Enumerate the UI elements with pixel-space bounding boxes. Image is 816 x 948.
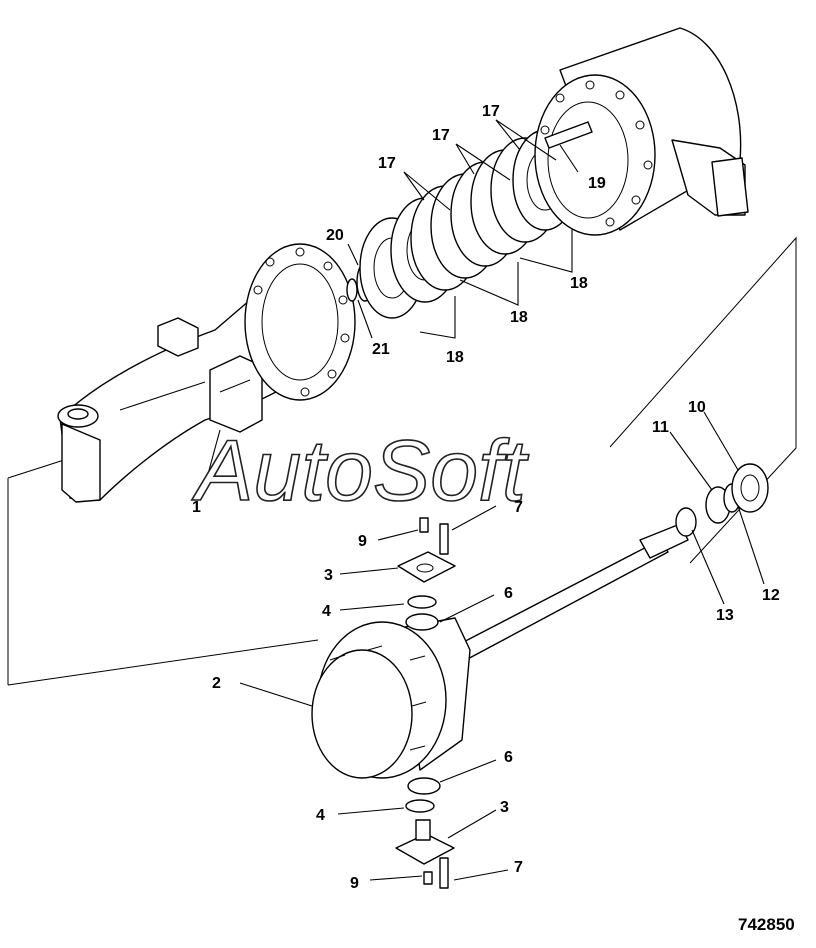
- upper-kingpin-stack: [397, 517, 456, 631]
- label-19: 19: [588, 175, 606, 192]
- label-3a: 3: [324, 567, 333, 584]
- figure-number: 742850: [738, 915, 795, 934]
- axle-beam: [57, 279, 301, 503]
- axle-flange: [244, 243, 356, 401]
- label-20: 20: [326, 227, 344, 244]
- label-21: 21: [372, 341, 390, 358]
- label-18c: 18: [570, 275, 588, 292]
- label-6b: 6: [504, 749, 513, 766]
- watermark: AutoSoft: [191, 423, 529, 519]
- label-4b: 4: [316, 807, 325, 824]
- label-3b: 3: [500, 799, 509, 816]
- differential-housing: [534, 27, 749, 236]
- label-17b: 17: [432, 127, 450, 144]
- part-labels: 1 2 3 3 4 4 6 6 7 7 9 9 10 11 12 13 17 1…: [192, 103, 780, 892]
- label-17a: 17: [378, 155, 396, 172]
- hub-assembly: [311, 617, 471, 779]
- label-10: 10: [688, 399, 706, 416]
- label-9b: 9: [350, 875, 359, 892]
- label-9a: 9: [358, 533, 367, 550]
- label-12: 12: [762, 587, 780, 604]
- label-7b: 7: [514, 859, 523, 876]
- label-18a: 18: [446, 349, 464, 366]
- label-13: 13: [716, 607, 734, 624]
- label-6a: 6: [504, 585, 513, 602]
- label-4a: 4: [322, 603, 331, 620]
- label-2: 2: [212, 675, 221, 692]
- label-11: 11: [652, 419, 669, 436]
- label-18b: 18: [510, 309, 528, 326]
- label-1: 1: [192, 499, 201, 516]
- lower-kingpin-stack: [395, 777, 455, 889]
- leader-lines: [207, 119, 765, 881]
- label-17c: 17: [482, 103, 500, 120]
- label-7a: 7: [514, 499, 523, 516]
